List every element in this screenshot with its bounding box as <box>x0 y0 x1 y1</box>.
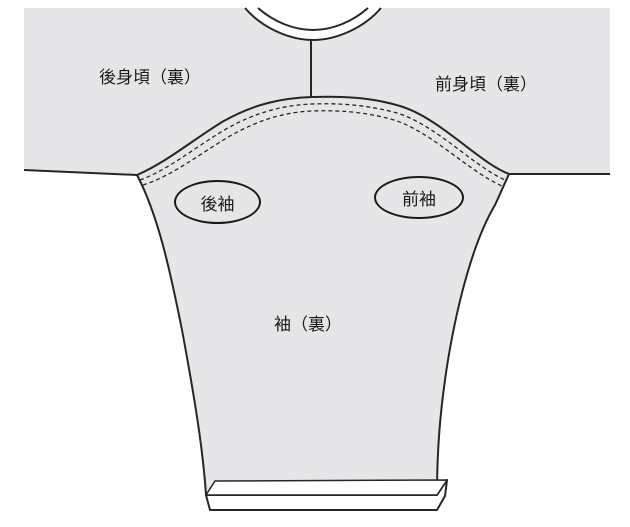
sleeve-cap-stitch-outer <box>139 103 506 181</box>
bodice-hem-back <box>23 169 138 176</box>
front-sleeve-marker: 前袖 <box>374 176 464 219</box>
neckline-inner <box>257 7 369 32</box>
sleeve-panel <box>135 95 511 496</box>
front-bodice-label: 前身頃（裏） <box>435 75 537 95</box>
sleeve-cap-stitch-inner <box>142 110 503 187</box>
bodice-panel <box>24 8 610 175</box>
front-sleeve-label: 前袖 <box>402 190 436 210</box>
back-sleeve-marker: 後袖 <box>174 180 261 224</box>
back-sleeve-label: 後袖 <box>200 194 235 215</box>
sleeve-label: 袖（裏） <box>274 315 342 335</box>
back-bodice-label: 後身頃（裏） <box>99 68 201 88</box>
sleeve-cuff-fold <box>204 479 449 496</box>
